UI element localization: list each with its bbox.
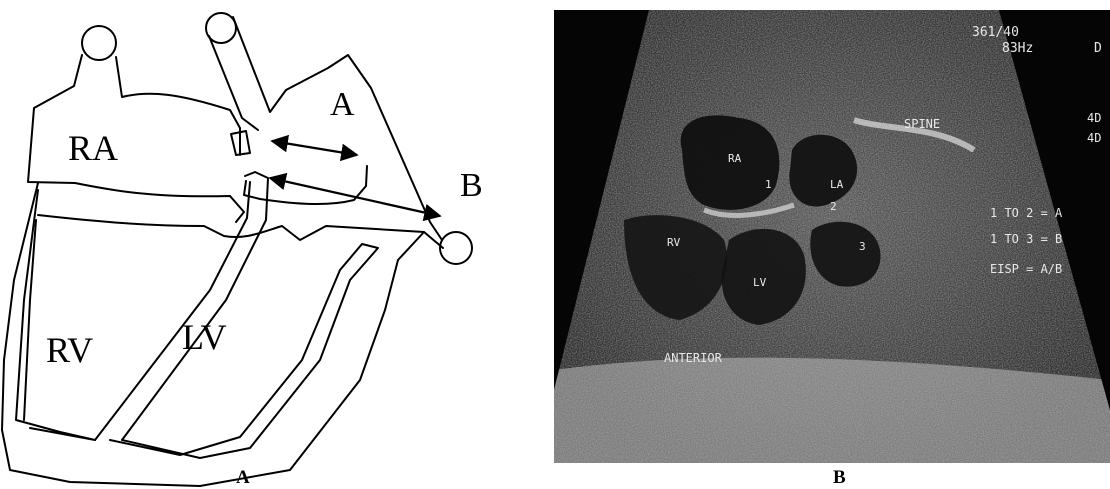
panel-b-caption: B (833, 467, 846, 489)
measurement-line-1: 1 TO 2 = A (990, 206, 1063, 220)
label-ra: RA (68, 128, 118, 168)
measurement-arrow-a (272, 141, 357, 155)
label-anterior: ANTERIOR (664, 351, 723, 365)
label-spine: SPINE (904, 117, 940, 131)
measurement-line-2: 1 TO 3 = B (990, 232, 1062, 246)
aorta-tube (209, 17, 442, 240)
label-lv-echo: LV (753, 276, 767, 289)
spine-circle (440, 232, 472, 264)
corner-d-readout: D (1094, 41, 1102, 56)
frame-rate-readout: 83Hz (1002, 41, 1033, 56)
anterior-wall-echo (554, 358, 1110, 463)
side-readout-1: 4D (1087, 111, 1101, 125)
label-ra-echo: RA (728, 152, 742, 165)
lv-inner-wall (110, 244, 378, 458)
heart-diagram: RA A B RV LV (0, 0, 530, 489)
marker-3: 3 (859, 240, 866, 253)
label-la-echo: LA (830, 178, 844, 191)
side-readout-2: 4D (1087, 131, 1101, 145)
label-rv: RV (46, 330, 93, 370)
measurement-arrow-b (270, 178, 440, 216)
label-rv-echo: RV (667, 236, 681, 249)
label-lv: LV (182, 317, 227, 357)
vena-cava-circle (82, 26, 116, 60)
ultrasound-image: 361/40 83Hz D 4D 4D SPINE RA 1 LA 2 3 RV… (554, 10, 1110, 463)
measurement-line-3: EISP = A/B (990, 262, 1062, 276)
header-readout: 361/40 (972, 25, 1019, 40)
label-a-dimension: A (330, 86, 355, 123)
panel-a-caption: A (236, 467, 250, 489)
marker-1: 1 (765, 178, 772, 191)
label-b-spine: B (460, 167, 483, 204)
marker-2: 2 (830, 200, 837, 213)
right-atrium-outline (28, 55, 244, 222)
ventricular-septum (95, 172, 268, 440)
